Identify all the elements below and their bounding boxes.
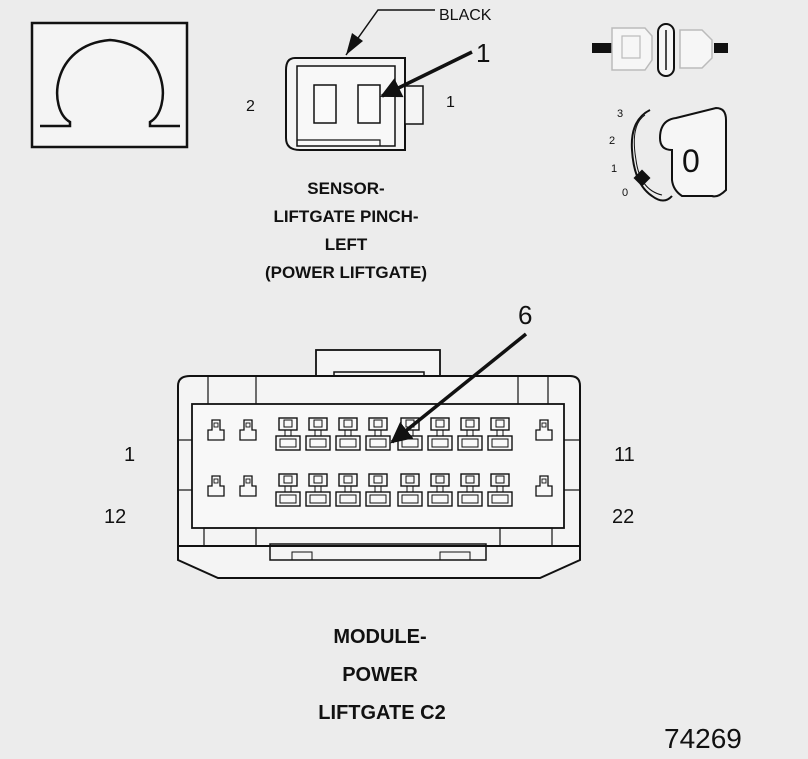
pin-cavity-small [535, 419, 553, 441]
key-position-2: 2 [609, 135, 615, 147]
key-position-0: 0 [622, 187, 628, 199]
pin-label-bottom-left: 12 [104, 506, 126, 528]
module-caption-line-1: MODULE- [333, 626, 426, 648]
sensor-pin-cavity-1 [357, 84, 381, 124]
pin-cavity [397, 473, 423, 507]
key-position-3: 3 [617, 108, 623, 120]
pin-cavity-small [207, 475, 225, 497]
sensor-caption-line-1: SENSOR- [307, 179, 384, 198]
sensor-pin-label-right: 1 [446, 94, 455, 111]
pin-cavity-small [239, 419, 257, 441]
pin-label-bottom-right: 22 [612, 506, 634, 528]
sensor-caption-line-2: LIFTGATE PINCH- [273, 207, 418, 226]
pin-cavity [427, 417, 453, 451]
sensor-caption-line-4: (POWER LIFTGATE) [265, 263, 427, 282]
figure-number: 74269 [664, 723, 742, 754]
pin-cavity-small [207, 419, 225, 441]
omega-icon [30, 21, 189, 149]
module-caption-line-3: LIFTGATE C2 [318, 702, 445, 724]
sensor-pin-label-left: 2 [246, 98, 255, 115]
pin-cavity [305, 417, 331, 451]
pin-label-top-left: 1 [124, 444, 135, 466]
pin-cavity [335, 473, 361, 507]
sensor-connector [285, 57, 424, 151]
pin-cavity [487, 473, 513, 507]
pin-cavity [365, 473, 391, 507]
key-position-1: 1 [611, 163, 617, 175]
pin-cavity [457, 417, 483, 451]
key-switch-icon [630, 106, 727, 202]
color-leader [345, 9, 435, 56]
sensor-pin-cavity-2 [313, 84, 337, 124]
sensor-caption-line-3: LEFT [325, 235, 368, 254]
callout-number-6: 6 [518, 300, 532, 330]
pin-cavity [335, 417, 361, 451]
pin-cavity [365, 417, 391, 451]
fuse-plug-icon [592, 23, 728, 77]
callout-arrow-6 [390, 332, 528, 444]
module-caption-line-2: POWER [342, 664, 418, 686]
pin-label-top-right: 11 [614, 444, 635, 466]
callout-arrow-1 [380, 50, 473, 98]
pin-cavity [487, 417, 513, 451]
pin-cavity [275, 473, 301, 507]
color-label: BLACK [439, 7, 492, 24]
pin-cavity [457, 473, 483, 507]
pin-cavity [305, 473, 331, 507]
module-connector [177, 349, 581, 579]
pin-cavity-small [535, 475, 553, 497]
callout-number-1: 1 [476, 38, 490, 68]
pin-cavities [207, 417, 553, 507]
pin-cavity-small [239, 475, 257, 497]
pin-cavity [427, 473, 453, 507]
key-current-position: 0 [682, 143, 700, 179]
pin-cavity [275, 417, 301, 451]
